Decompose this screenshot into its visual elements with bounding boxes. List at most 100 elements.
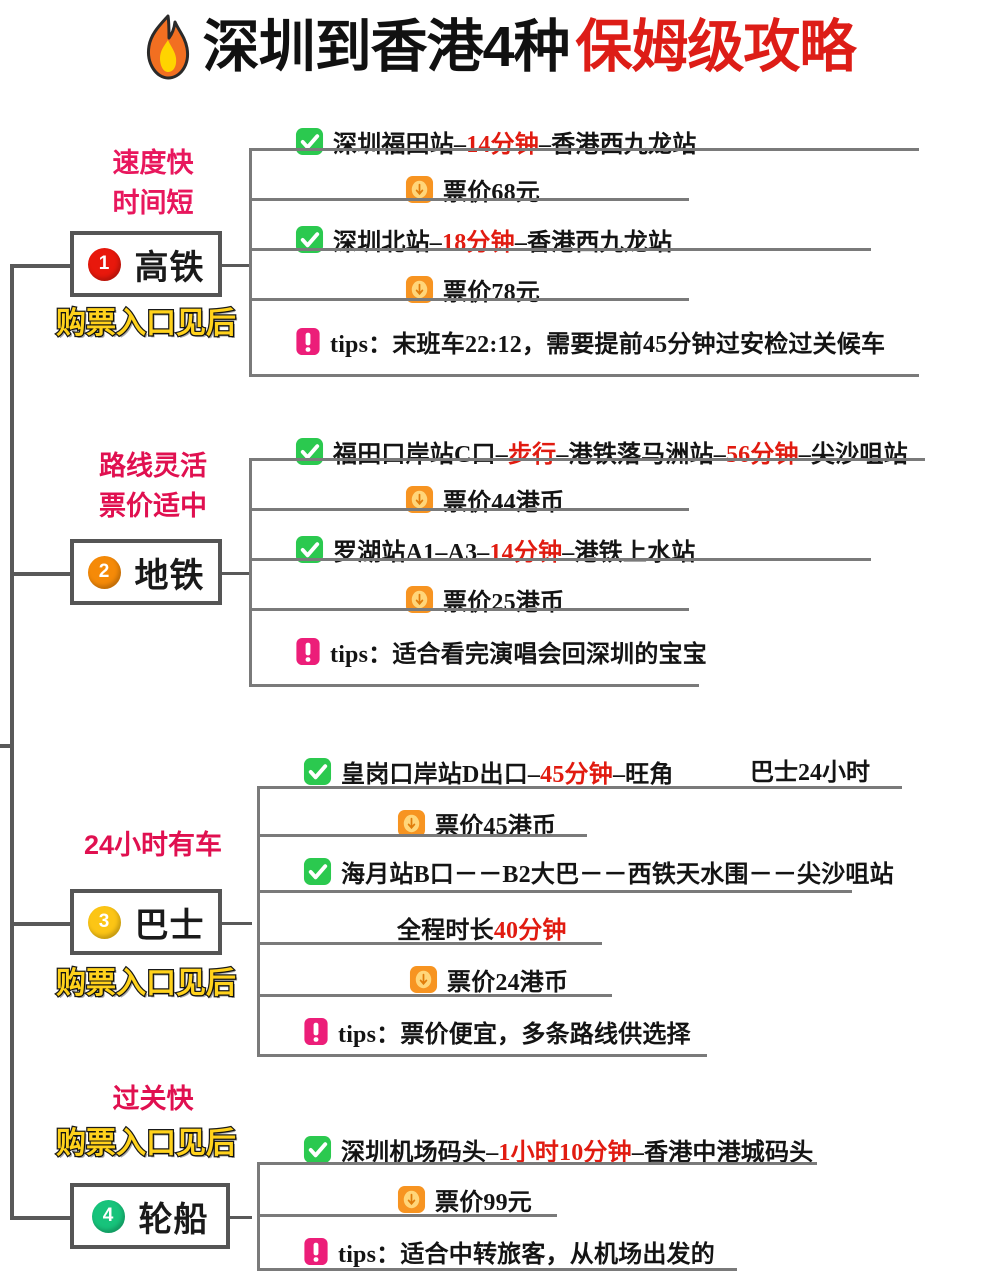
orange-coin-icon [405, 175, 434, 204]
pink-exclamation-icon [296, 327, 320, 356]
orange-coin-icon [405, 485, 434, 514]
trunk-root-stub [0, 744, 12, 748]
badge-number-2: 2 [87, 555, 121, 589]
caption-section-4-line1: 过关快 [112, 1084, 194, 1114]
row-text: 票价78元 [443, 280, 540, 306]
row-underline [257, 1162, 817, 1165]
orange-coin-icon [397, 809, 426, 838]
branch-section-1: 深圳福田站–14分钟–香港西九龙站 票价68元 深圳北站–18分钟–香港西九龙站… [249, 127, 949, 378]
row-underline [257, 994, 612, 997]
row-text: 深圳机场码头–1小时10分钟–香港中港城码头 [341, 1140, 814, 1166]
green-check-icon [303, 857, 332, 886]
row-section-2-0: 福田口岸站C口–步行–港铁落马洲站–56分钟–尖沙咀站 [295, 434, 908, 469]
pink-exclamation-icon [296, 637, 320, 666]
row-section-4-1: 票价99元 [397, 1182, 532, 1217]
orange-coin-icon [405, 585, 434, 614]
row-text: tips：适合看完演唱会回深圳的宝宝 [330, 642, 707, 668]
caption-gold-section-1: 购票入口见后 [55, 306, 238, 342]
node-label-4: 轮船 [138, 1200, 209, 1239]
caption-section-3-line1: 24小时有车 [83, 830, 223, 860]
badge-number-1: 1 [87, 247, 121, 281]
row-text: tips：适合中转旅客，从机场出发的 [338, 1242, 715, 1268]
row-section-3-4: 票价24港币 [409, 962, 568, 997]
green-check-icon [295, 127, 324, 156]
node-label-1: 高铁 [134, 248, 205, 287]
row-section-4-2: tips：适合中转旅客，从机场出发的 [303, 1234, 715, 1269]
branch-spine-1 [249, 148, 252, 376]
row-text: 皇岗口岸站D出口–45分钟–旺角 [341, 762, 674, 788]
row-underline [249, 458, 925, 461]
row-text: 票价24港币 [447, 970, 569, 996]
node-label-2: 地铁 [134, 556, 205, 595]
row-section-4-0: 深圳机场码头–1小时10分钟–香港中港城码头 [303, 1132, 813, 1167]
row-section-1-1: 票价68元 [405, 172, 540, 207]
row-text: 票价68元 [443, 180, 540, 206]
fire-icon [146, 14, 189, 80]
row-section-2-3: 票价25港币 [405, 582, 564, 617]
pink-exclamation-icon [304, 1237, 328, 1266]
branch-spine-2 [249, 458, 252, 686]
row-underline [257, 834, 587, 837]
caption-section-1-line2: 时间短 [112, 188, 194, 218]
page-title: 深圳到香港4种保姆级攻略 [0, 14, 994, 80]
caption-section-2-line1: 路线灵活 [99, 451, 207, 481]
row-text: 全程时长40分钟 [397, 918, 567, 944]
node-to-branch-connector-4 [220, 1216, 252, 1219]
branch-section-3: 皇岗口岸站D出口–45分钟–旺角 票价45港币 海月站B口－－B2大巴－－西铁天… [257, 757, 947, 1058]
row-underline [257, 1054, 707, 1057]
row-text: 票价99元 [435, 1190, 532, 1216]
row-underline [257, 786, 902, 789]
node-box-3[interactable]: 3 巴士 [70, 889, 222, 955]
trunk-branch-3 [10, 922, 72, 926]
orange-coin-icon [405, 275, 434, 304]
orange-coin-icon [409, 965, 438, 994]
node-box-2[interactable]: 2 地铁 [70, 539, 222, 605]
aside-note-section-3: 巴士24小时 [750, 760, 870, 786]
row-text: 深圳福田站–14分钟–香港西九龙站 [333, 132, 697, 158]
title-red-text: 保姆级攻略 [575, 15, 856, 79]
green-check-icon [303, 1135, 332, 1164]
row-section-3-2: 海月站B口－－B2大巴－－西铁天水围－－尖沙咀站 [303, 854, 894, 889]
row-underline [249, 148, 919, 151]
row-text: tips：票价便宜，多条路线供选择 [338, 1022, 691, 1048]
row-section-2-4: tips：适合看完演唱会回深圳的宝宝 [295, 634, 707, 669]
title-black-text: 深圳到香港4种 [202, 15, 571, 79]
row-underline [249, 248, 871, 251]
node-to-branch-connector-1 [220, 264, 252, 267]
caption-section-2-line2: 票价适中 [99, 491, 207, 521]
node-label-3: 巴士 [134, 906, 205, 945]
row-underline [257, 942, 602, 945]
row-text: 罗湖站A1–A3–14分钟–港铁上水站 [333, 540, 696, 566]
branch-section-4: 深圳机场码头–1小时10分钟–香港中港城码头 票价99元 tips：适合中转旅客… [257, 1135, 947, 1272]
row-text: 票价44港币 [443, 490, 565, 516]
branch-spine-3 [257, 786, 260, 1056]
row-underline [257, 1214, 557, 1217]
green-check-icon [295, 437, 324, 466]
row-underline [257, 890, 852, 893]
green-check-icon [295, 225, 324, 254]
green-check-icon [303, 757, 332, 786]
row-underline [249, 608, 689, 611]
node-box-4[interactable]: 4 轮船 [70, 1183, 230, 1249]
node-to-branch-connector-2 [220, 572, 252, 575]
row-section-1-0: 深圳福田站–14分钟–香港西九龙站 [295, 124, 696, 159]
row-section-3-3: 全程时长40分钟 [397, 910, 567, 945]
pink-exclamation-icon [304, 1017, 328, 1046]
row-text: tips：末班车22:12，需要提前45分钟过安检过关候车 [330, 332, 886, 358]
row-underline [249, 198, 689, 201]
row-section-1-3: 票价78元 [405, 272, 540, 307]
row-text: 票价25港币 [443, 590, 565, 616]
row-text: 深圳北站–18分钟–香港西九龙站 [333, 230, 673, 256]
trunk-branch-2 [10, 572, 72, 576]
row-text: 海月站B口－－B2大巴－－西铁天水围－－尖沙咀站 [341, 862, 894, 888]
row-underline [249, 684, 699, 687]
orange-coin-icon [397, 1185, 426, 1214]
row-section-3-0: 皇岗口岸站D出口–45分钟–旺角 [303, 754, 674, 789]
row-section-2-1: 票价44港币 [405, 482, 564, 517]
trunk-branch-4 [10, 1216, 72, 1220]
branch-section-2: 福田口岸站C口–步行–港铁落马洲站–56分钟–尖沙咀站 票价44港币 罗湖站A1… [249, 437, 949, 688]
node-box-1[interactable]: 1 高铁 [70, 231, 222, 297]
badge-number-4: 4 [91, 1199, 125, 1233]
caption-gold-section-4: 购票入口见后 [55, 1126, 238, 1162]
